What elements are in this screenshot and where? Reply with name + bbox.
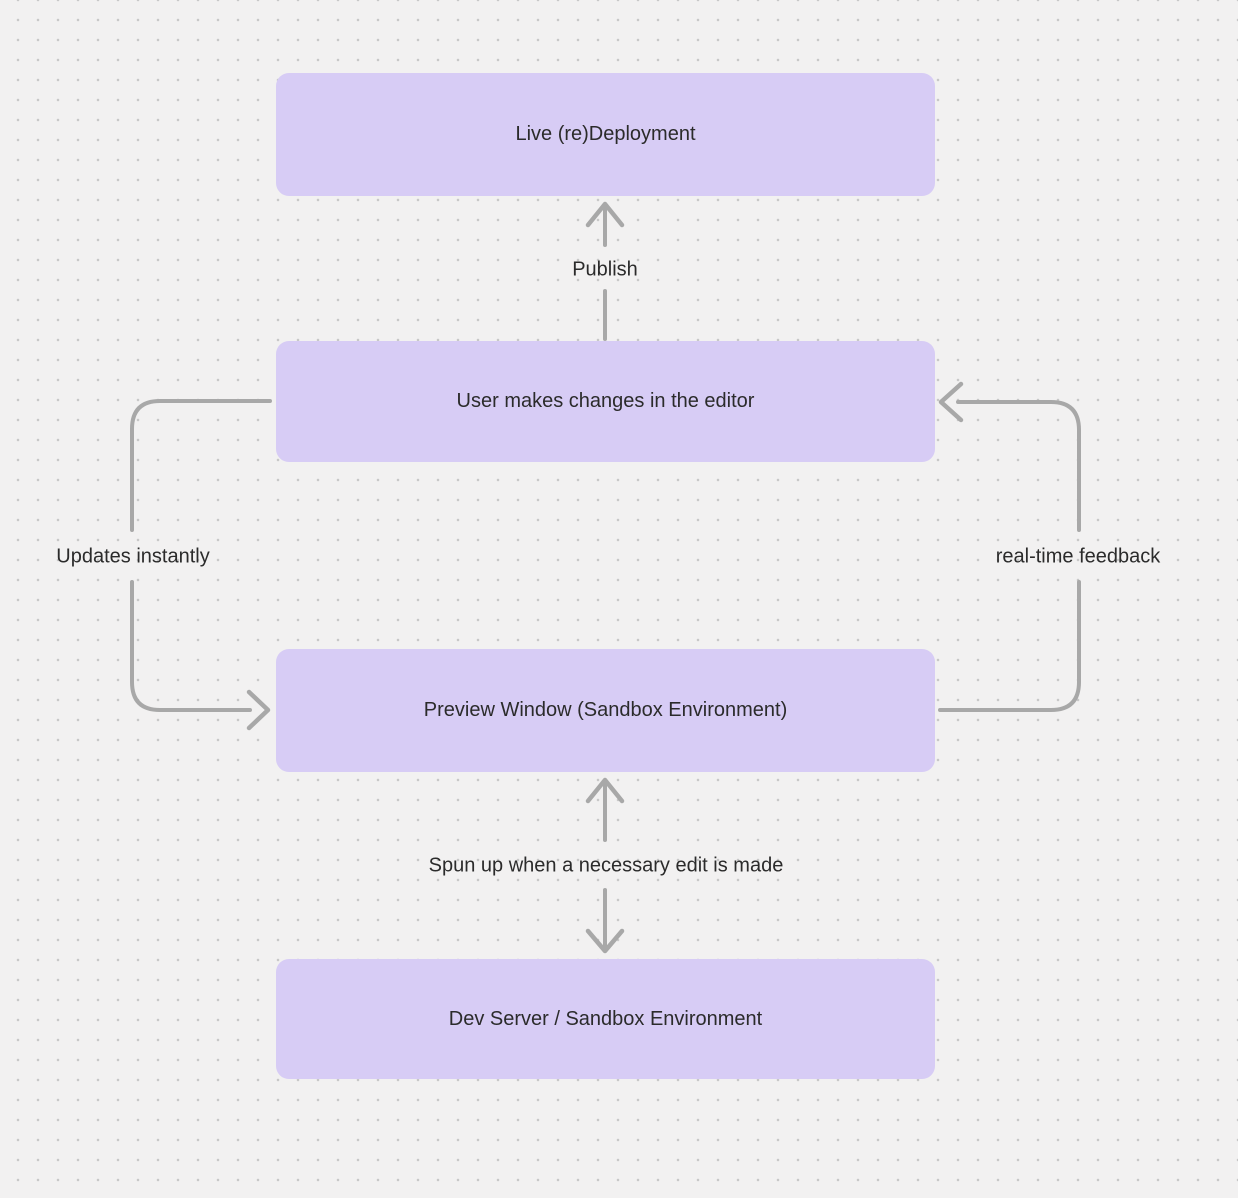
node-label: Preview Window (Sandbox Environment): [423, 699, 788, 721]
edge-publish: [585, 201, 625, 341]
edge-realtime-feedback: [938, 381, 1081, 712]
edge-label-spun-up: Spun up when a necessary edit is made: [428, 854, 784, 877]
edge-updates-segment-lower: [130, 580, 252, 712]
edge-label-updates-instantly: Updates instantly: [56, 545, 210, 568]
node-label: Dev Server / Sandbox Environment: [448, 1007, 763, 1030]
edge-label-realtime-feedback: real-time feedback: [995, 545, 1161, 568]
edge-spun-up: [585, 777, 625, 954]
node-dev-server[interactable]: Dev Server / Sandbox Environment: [276, 959, 935, 1079]
node-user-makes-changes[interactable]: User makes changes in the editor: [276, 341, 935, 462]
edge-updates-segment-upper: [130, 399, 272, 532]
edge-feedback-segment-upper: [956, 400, 1081, 532]
arrowhead-left-icon: [938, 381, 964, 423]
node-label: Live (re)Deployment: [515, 123, 696, 145]
edge-label-publish: Publish: [572, 258, 638, 281]
arrowhead-up-icon: [585, 201, 625, 228]
arrowhead-down-icon: [585, 928, 625, 954]
arrowhead-right-icon: [246, 689, 271, 731]
edge-feedback-segment-lower: [938, 580, 1081, 712]
node-label: User makes changes in the editor: [456, 390, 755, 412]
node-live-redeployment[interactable]: Live (re)Deployment: [276, 73, 935, 196]
arrowhead-up-icon: [585, 777, 625, 804]
node-preview-window[interactable]: Preview Window (Sandbox Environment): [276, 649, 935, 772]
edge-updates-instantly: [130, 399, 272, 731]
